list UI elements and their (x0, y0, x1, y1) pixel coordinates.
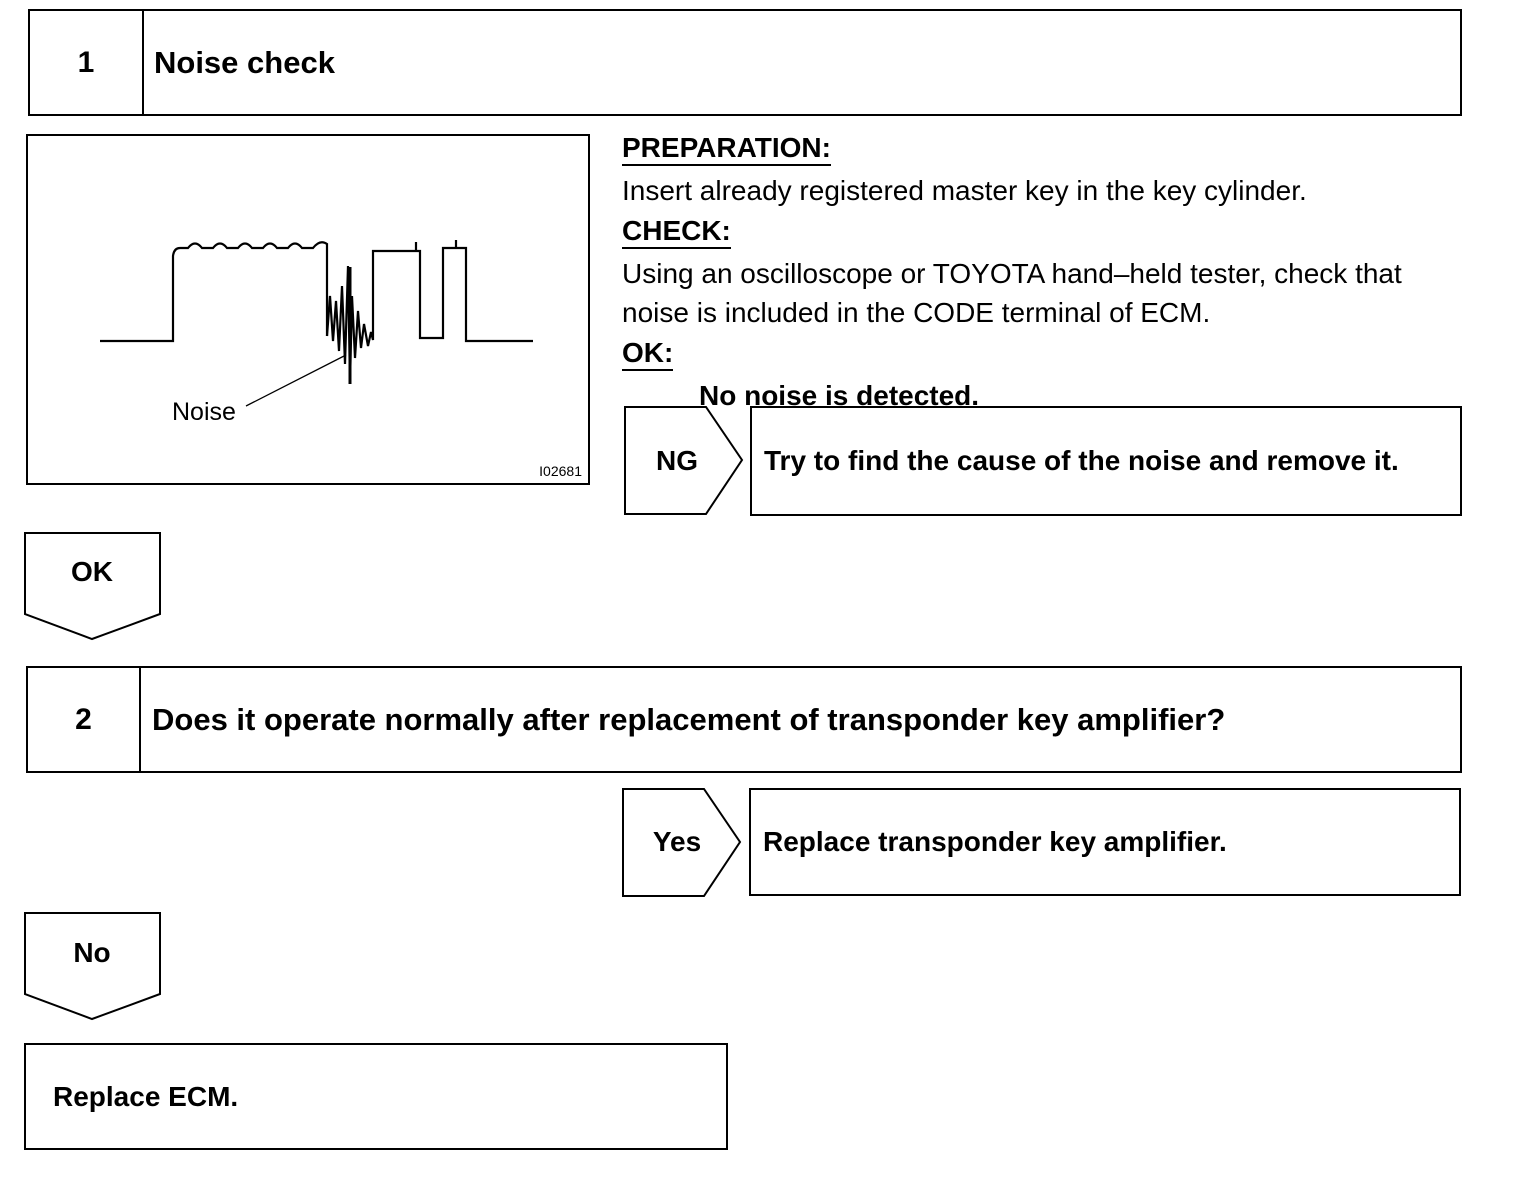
ok-heading: OK: (622, 337, 674, 371)
no-arrow-shape (24, 912, 161, 1021)
step-number: 2 (28, 668, 141, 771)
preparation-heading: PREPARATION: (622, 132, 831, 166)
ng-label: NG (656, 445, 698, 476)
yes-label: Yes (652, 826, 702, 857)
waveform-graphic (100, 240, 533, 407)
ok-arrow-shape (24, 532, 161, 641)
figure-id: I02681 (539, 463, 582, 479)
ng-action-box: Try to find the cause of the noise and r… (750, 406, 1462, 516)
check-text-line-2: noise is included in the CODE terminal o… (622, 297, 1211, 328)
waveform-diagram: Noise I02681 (26, 134, 590, 485)
check-heading: CHECK: (622, 215, 731, 249)
preparation-text: Insert already registered master key in … (622, 175, 1307, 206)
step-1-instructions: PREPARATION: Insert already registered m… (622, 128, 1482, 415)
final-action-text: Replace ECM. (53, 1080, 239, 1112)
no-label: No (73, 937, 111, 968)
step-title: Does it operate normally after replaceme… (152, 701, 1226, 737)
ng-action-text: Try to find the cause of the noise and r… (764, 445, 1399, 476)
step-number: 1 (30, 11, 144, 114)
final-action-box: Replace ECM. (24, 1043, 728, 1150)
ok-label: OK (71, 556, 113, 587)
ok-spec: No noise is detected. (699, 379, 980, 411)
check-text-line-1: Using an oscilloscope or TOYOTA hand–hel… (622, 257, 1402, 289)
ng-arrow-shape (624, 406, 744, 515)
yes-action-box: Replace transponder key amplifier. (749, 788, 1461, 896)
step-title: Noise check (154, 44, 335, 80)
step-1-header: 1 Noise check (28, 9, 1462, 116)
yes-arrow-shape (622, 788, 742, 897)
step-2-header: 2 Does it operate normally after replace… (26, 666, 1462, 773)
noise-label: Noise (172, 398, 236, 426)
yes-action-text: Replace transponder key amplifier. (763, 826, 1227, 857)
